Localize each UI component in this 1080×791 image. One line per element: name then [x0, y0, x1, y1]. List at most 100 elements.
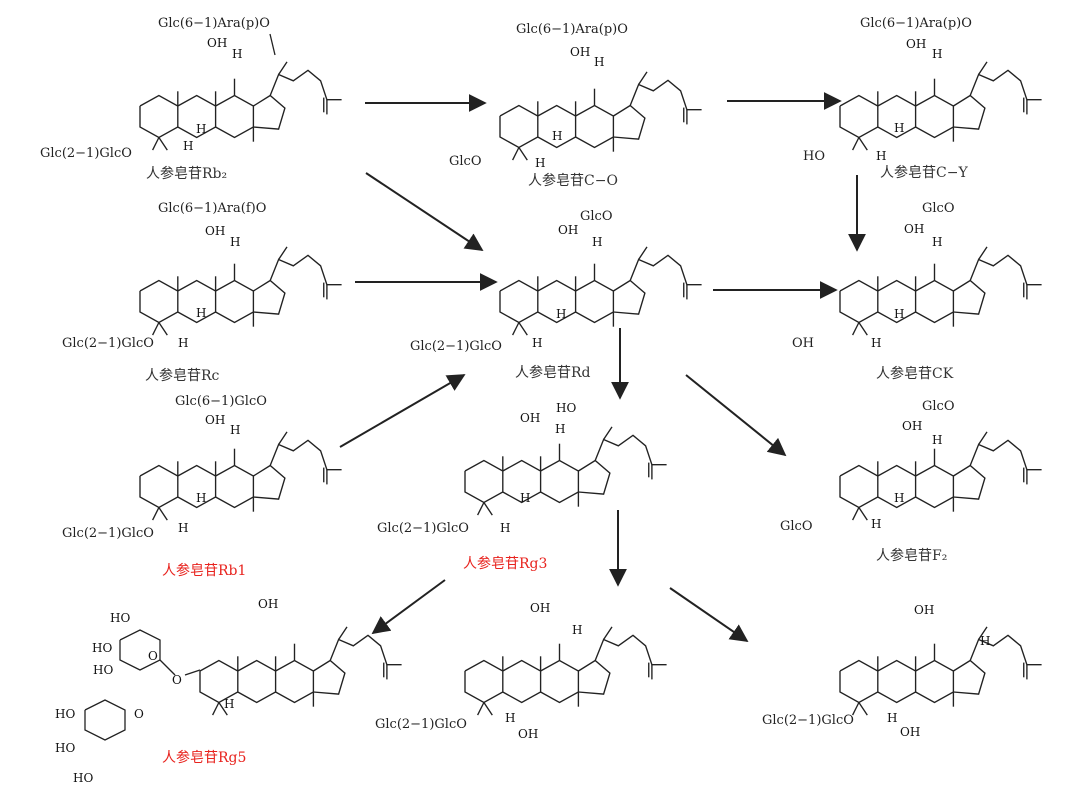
molecule-rb2: Glc(6−1)Ara(p)O OH H H H Glc(2−1)GlcO 人参… — [40, 16, 343, 182]
rc-h-label: H — [230, 235, 240, 249]
bc-oh-label-2: OH — [518, 727, 538, 741]
rg5-ring-o: O — [148, 649, 158, 663]
rd-top-substituent: GlcO — [580, 209, 612, 224]
ck-name: 人参皂苷CK — [876, 365, 954, 382]
rg3-oh-label: OH — [520, 411, 540, 425]
co-h-label: H — [594, 55, 604, 69]
ck-h-label-2: H — [894, 307, 904, 321]
rc-oh-label: OH — [205, 224, 225, 238]
rb2-h-label: H — [232, 47, 242, 61]
rb1-oh-label: OH — [205, 413, 225, 427]
rg3-h-label: H — [555, 422, 565, 436]
rb1-h-label-2: H — [196, 491, 206, 505]
rg5-glyco-o-2: O — [134, 707, 144, 721]
bc-oh-label: OH — [530, 601, 550, 615]
rd-h-label: H — [592, 235, 602, 249]
rb2-oh-label: OH — [207, 36, 227, 50]
cy-bottom-substituent: HO — [803, 149, 825, 164]
bc-h-label: H — [572, 623, 582, 637]
rd-h-label-2: H — [556, 307, 566, 321]
molecule-rd: GlcO OH H H Glc(2−1)GlcO H 人参皂苷Rd — [410, 209, 703, 381]
f2-h-label-3: H — [871, 517, 881, 531]
molecule-bottom-center: OH H Glc(2−1)GlcO H OH — [375, 601, 668, 741]
rc-name: 人参皂苷Rc — [145, 367, 220, 384]
rb2-top-substituent: Glc(6−1)Ara(p)O — [158, 16, 270, 31]
rb1-bottom-substituent: Glc(2−1)GlcO — [62, 526, 154, 541]
f2-oh-label: OH — [902, 419, 922, 433]
molecule-bottom-right: OH H Glc(2−1)GlcO H OH — [762, 603, 1043, 739]
co-h-label-2: H — [552, 129, 562, 143]
rb1-top-substituent: Glc(6−1)GlcO — [175, 394, 267, 409]
co-oh-label: OH — [570, 45, 590, 59]
rc-h-label-2: H — [196, 306, 206, 320]
rd-oh-label: OH — [558, 223, 578, 237]
cy-top-substituent: Glc(6−1)Ara(p)O — [860, 16, 972, 31]
reaction-arrows — [339, 92, 866, 643]
co-top-substituent: Glc(6−1)Ara(p)O — [516, 22, 628, 37]
molecule-c-o: Glc(6−1)Ara(p)O OH H H GlcO H 人参皂苷C−O — [449, 22, 703, 189]
rb1-name: 人参皂苷Rb1 — [162, 562, 246, 579]
ck-h-label-3: H — [871, 336, 881, 350]
molecule-ck: GlcO OH H H OH H 人参皂苷CK — [792, 201, 1043, 382]
rd-bottom-substituent: Glc(2−1)GlcO — [410, 339, 502, 354]
rb2-h-label-3: H — [183, 139, 193, 153]
cy-h-label-2: H — [894, 121, 904, 135]
rg5-ho-2: HO — [92, 641, 112, 655]
molecule-c-y: Glc(6−1)Ara(p)O OH H H HO H 人参皂苷C−Y — [803, 16, 1043, 181]
arrow-rg3-to-br — [669, 587, 749, 643]
f2-h-label: H — [932, 433, 942, 447]
cy-name: 人参皂苷C−Y — [880, 164, 968, 181]
arrow-rb2-to-rd — [365, 172, 484, 251]
rg5-ho-5: HO — [55, 741, 75, 755]
rg5-ho-3: HO — [93, 663, 113, 677]
rb2-name: 人参皂苷Rb₂ — [146, 165, 227, 182]
br-h-label-2: H — [887, 711, 897, 725]
molecule-rb1: Glc(6−1)GlcO OH H H Glc(2−1)GlcO H 人参皂苷R… — [62, 394, 343, 579]
rg5-ho-6: HO — [73, 771, 93, 785]
rc-top-substituent: Glc(6−1)Ara(f)O — [158, 201, 266, 216]
rd-h-label-3: H — [532, 336, 542, 350]
br-bottom-substituent: Glc(2−1)GlcO — [762, 713, 854, 728]
molecule-rg3: HO OH H H Glc(2−1)GlcO H 人参皂苷Rg3 — [377, 401, 668, 572]
rg3-bottom-substituent: Glc(2−1)GlcO — [377, 521, 469, 536]
f2-top-substituent: GlcO — [922, 399, 954, 414]
co-name: 人参皂苷C−O — [528, 172, 618, 189]
rg5-glyco-o: O — [172, 673, 182, 687]
rc-h-label-3: H — [178, 336, 188, 350]
rg5-h-label: H — [224, 697, 234, 711]
br-h-label: H — [980, 634, 990, 648]
br-oh-label: OH — [914, 603, 934, 617]
rg3-h-label-3: H — [500, 521, 510, 535]
rg3-h-label-2: H — [520, 491, 530, 505]
rb1-h-label: H — [230, 423, 240, 437]
rb2-bottom-substituent: Glc(2−1)GlcO — [40, 146, 132, 161]
rg5-ho-1: HO — [110, 611, 130, 625]
rc-bottom-substituent: Glc(2−1)GlcO — [62, 336, 154, 351]
cy-oh-label: OH — [906, 37, 926, 51]
rg5-oh-label: OH — [258, 597, 278, 611]
rg3-name: 人参皂苷Rg3 — [463, 555, 547, 572]
arrow-rg3-to-rg5 — [371, 579, 446, 635]
rg5-ho-4: HO — [55, 707, 75, 721]
rg3-top-substituent: HO — [556, 401, 576, 415]
ck-oh-label: OH — [904, 222, 924, 236]
cy-h-label: H — [932, 47, 942, 61]
molecule-rc: Glc(6−1)Ara(f)O OH H H Glc(2−1)GlcO H 人参… — [62, 201, 343, 384]
arrow-rd-to-f2 — [685, 374, 787, 457]
ck-top-substituent: GlcO — [922, 201, 954, 216]
rg5-name: 人参皂苷Rg5 — [162, 749, 246, 766]
ck-h-label: H — [932, 235, 942, 249]
rd-name: 人参皂苷Rd — [515, 364, 591, 381]
br-oh-label-2: OH — [900, 725, 920, 739]
rb1-h-label-3: H — [178, 521, 188, 535]
f2-h-label-2: H — [894, 491, 904, 505]
molecule-f2: GlcO OH H H GlcO H 人参皂苷F₂ — [780, 399, 1043, 564]
f2-bottom-substituent: GlcO — [780, 519, 812, 534]
rb2-h-label-2: H — [196, 122, 206, 136]
co-h-label-3: H — [535, 156, 545, 170]
bc-h-label-2: H — [505, 711, 515, 725]
cy-h-label-3: H — [876, 149, 886, 163]
f2-name: 人参皂苷F₂ — [876, 547, 947, 564]
